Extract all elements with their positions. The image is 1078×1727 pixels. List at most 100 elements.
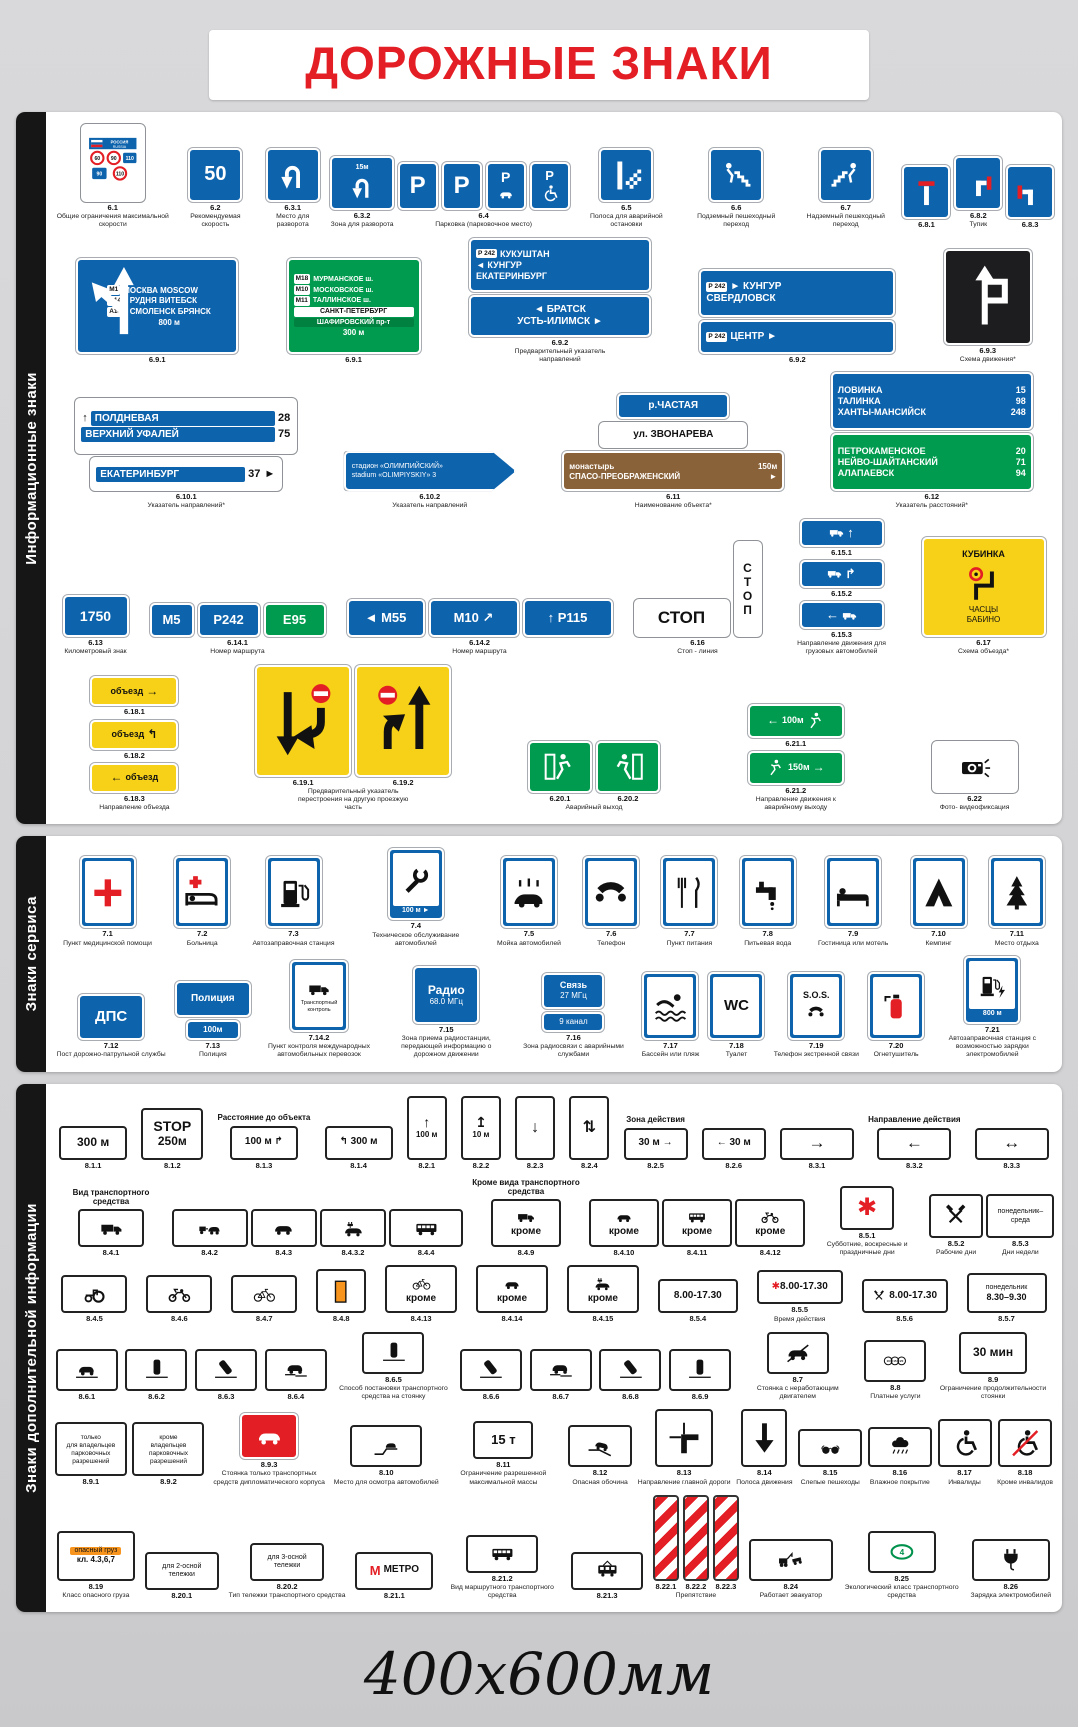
sign: ↰ 300 м: [324, 1125, 393, 1160]
sign-plate: 100м: [185, 1020, 240, 1041]
sign-number: 7.4: [410, 921, 421, 931]
tractor-icon: [84, 1289, 105, 1303]
sign-number: 7.1: [102, 929, 113, 939]
group-header: Расстояние до объекта: [217, 1113, 311, 1123]
sign: [195, 1349, 258, 1392]
service-sign-inner: [744, 861, 791, 924]
sign-text: ↑: [423, 1114, 431, 1131]
sign-number: 8.3.1: [808, 1160, 826, 1170]
panel-text: ТАЛЛИНСКОЕ ш.: [312, 297, 371, 305]
sign-text: кроме: [496, 1292, 528, 1304]
sign-plates: 15м: [330, 156, 395, 211]
sign: [265, 856, 322, 929]
sign-text: ⇅: [582, 1118, 597, 1136]
sign-number: 8.9.2: [160, 1477, 177, 1487]
sign-caption: Зона для разворота: [330, 221, 394, 229]
sign-text: 15м: [355, 163, 369, 171]
sign-plate: стадион «ОЛИМПИЙСКИЙ»stadium «OLIMPIYSKI…: [343, 451, 516, 492]
sign-plates: [171, 1209, 248, 1248]
sign-cell: 8.4.6: [146, 1275, 213, 1323]
underpass-icon: [725, 162, 751, 187]
truck-icon: [830, 530, 844, 537]
sign-plate: [583, 856, 640, 929]
phone-icon: [596, 881, 627, 902]
sign-plate: ↑: [799, 518, 884, 547]
sign-caption: Фото- видеофиксация: [939, 804, 1010, 812]
sign-plate: СТОП: [633, 599, 730, 638]
sign-plate: М10 ↗: [428, 599, 519, 638]
service-sign-inner: [915, 861, 962, 924]
sign-text: М: [369, 1562, 381, 1578]
sign-caption: Работает эвакуатор: [759, 1591, 822, 1599]
sign-number: 8.6.3: [217, 1392, 235, 1402]
sign-cell: 8.6.4: [264, 1349, 327, 1401]
panel-text: МУРМАНСКОЕ ш.: [313, 275, 374, 283]
sign-plate: кроме: [491, 1199, 561, 1248]
panel-box-text: САНКТ-ПЕТЕРБУРГ: [293, 306, 414, 317]
sign-number: 8.14: [757, 1468, 772, 1478]
sign-caption: Пункт контроля международных автомобильн…: [268, 1043, 371, 1059]
sign-plates: [655, 1409, 714, 1468]
sign-plate: [825, 856, 882, 929]
sign-plates: [389, 1209, 464, 1248]
sign-plate: [500, 856, 557, 929]
sign-number: 8.6.2: [148, 1392, 165, 1402]
sign-plate: [867, 1427, 932, 1468]
bed-icon: [837, 887, 869, 906]
sign-caption: Место для осмотра автомобилей: [333, 1478, 439, 1486]
sign-caption: Тупик: [969, 221, 988, 229]
sign-plates: кроме: [588, 1199, 659, 1248]
sign-text: ↱: [845, 565, 856, 581]
sign-text: для владельцев: [66, 1441, 116, 1449]
direction-band: ВЕРХНИЙ УФАЛЕЙ: [81, 426, 275, 442]
sign-text: разрешений: [72, 1457, 110, 1465]
lane-arrow-icon: [755, 1423, 774, 1453]
sign: [61, 1275, 128, 1314]
overpass-icon: [831, 162, 857, 187]
wheelchair-icon: [957, 1430, 978, 1456]
sign-plate: Е95: [263, 603, 326, 638]
sign-cell: 8.21.3: [571, 1551, 644, 1600]
sign: [655, 1409, 714, 1468]
sign: [766, 1331, 829, 1374]
sign-plates: 8.00-17.30: [861, 1279, 948, 1314]
sign-plates: ⇅: [569, 1095, 610, 1160]
sign-number: 8.5.4: [689, 1314, 707, 1324]
sign: понедельник–среда: [986, 1194, 1055, 1239]
sign-number: 8.24: [783, 1581, 799, 1591]
sign-plate: ← 30 м: [701, 1127, 766, 1160]
rain-icon: [891, 1437, 909, 1454]
sign: [943, 248, 1032, 345]
route-number-chip: М10: [293, 285, 311, 295]
sign: P: [441, 162, 482, 211]
sign-number: 6.14.2: [469, 638, 490, 648]
sign-plates: [1006, 165, 1055, 220]
bicycle-icon: [253, 1288, 275, 1302]
sign-plates: [661, 856, 718, 929]
sign-plate: [529, 1349, 592, 1392]
sign-caption: Инвалиды: [948, 1478, 981, 1486]
sign-plate: →: [779, 1127, 854, 1160]
sign-caption: Предварительный указатель перестроения н…: [297, 787, 409, 812]
sign-cell: 6.8.1: [902, 165, 951, 229]
sign-plate: 30 м →: [623, 1127, 688, 1160]
sign-caption: Экологический класс транспортного средст…: [844, 1583, 959, 1599]
sign-plates: [748, 1538, 833, 1581]
sign-text: О: [742, 588, 753, 603]
